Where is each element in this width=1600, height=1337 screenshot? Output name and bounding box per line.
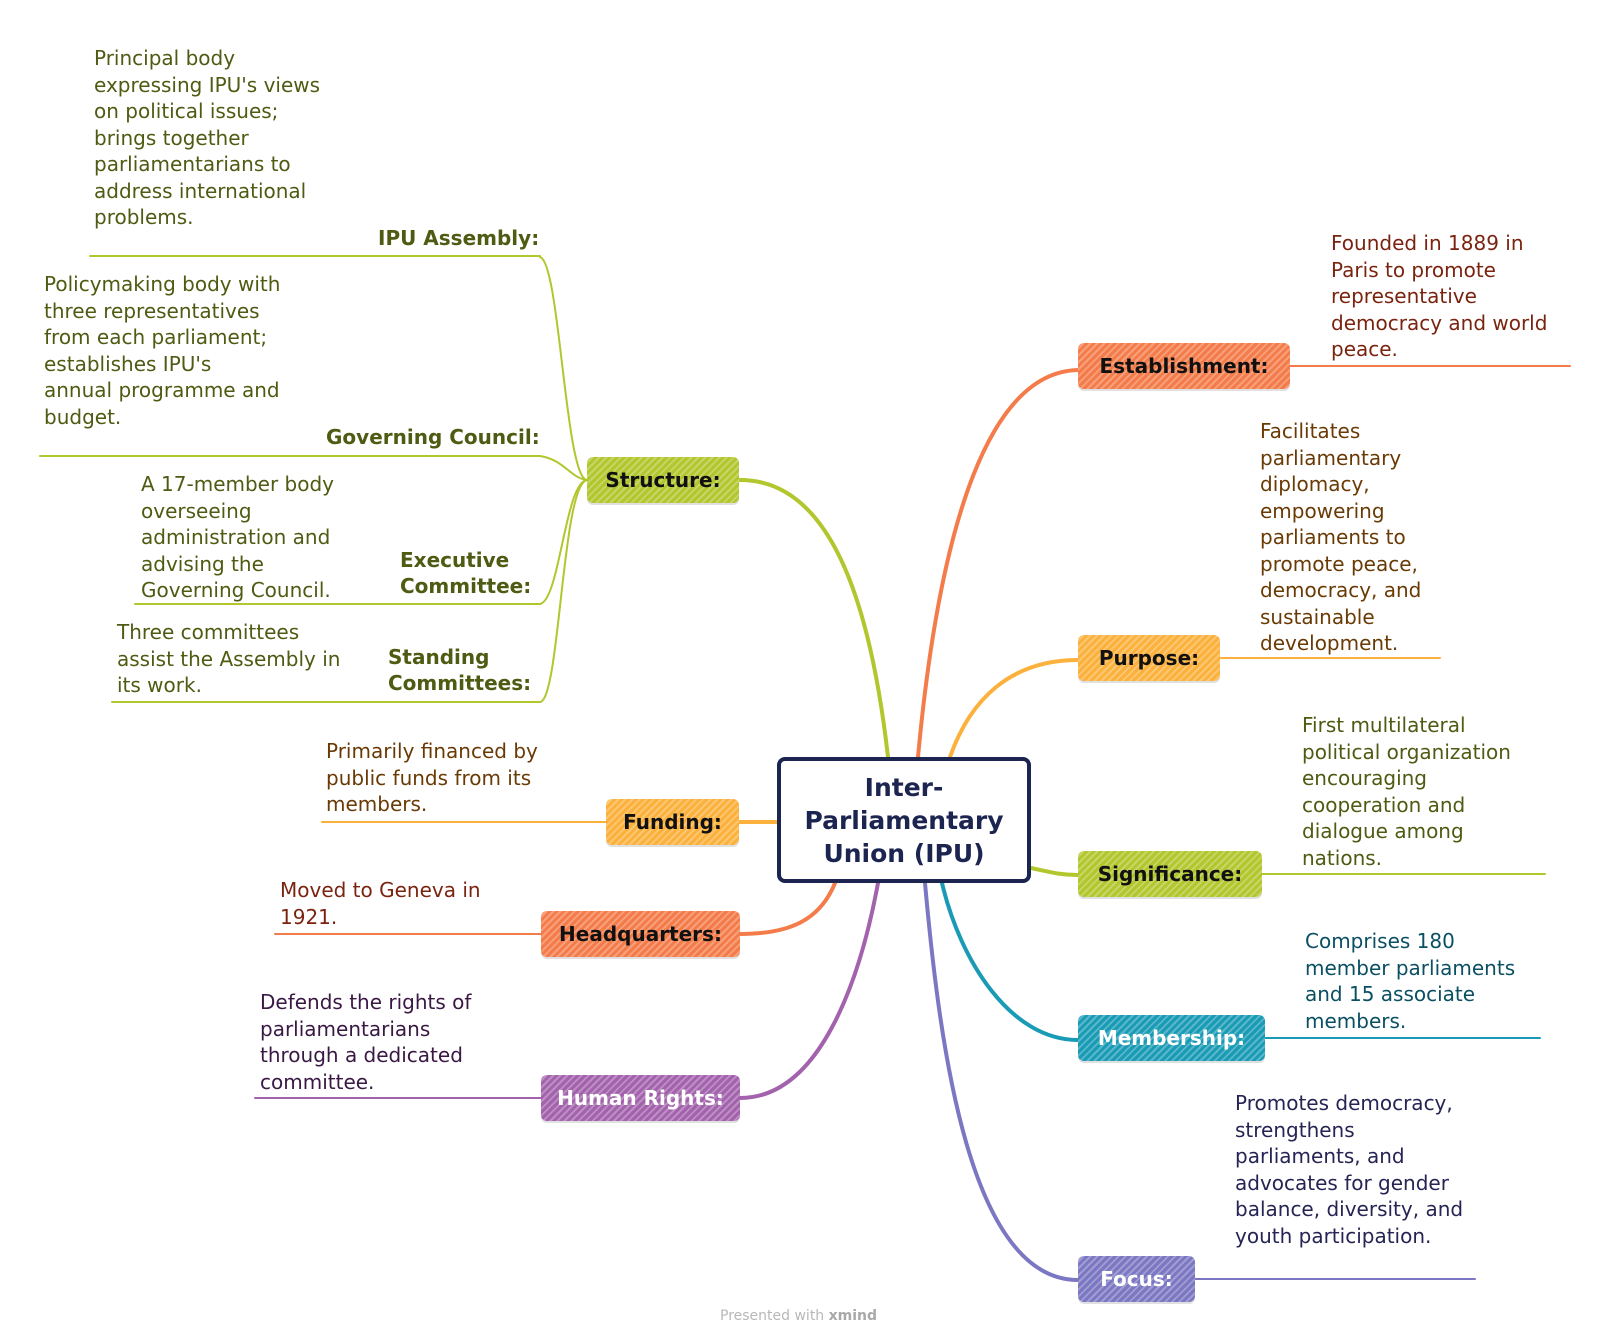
subtopic-standing-committees[interactable]: Standing Committees:	[388, 645, 532, 695]
note-executive-committee: A 17-member body overseeing administrati…	[141, 472, 335, 602]
topic-membership[interactable]: Membership:	[1078, 1015, 1265, 1061]
topic-establishment[interactable]: Establishment:	[1078, 343, 1290, 389]
topic-membership-label: Membership:	[1097, 1026, 1246, 1050]
topic-structure[interactable]: Structure:	[587, 457, 739, 503]
subtopic-governing-council[interactable]: Governing Council:	[326, 425, 540, 449]
topic-significance-label: Significance:	[1097, 862, 1243, 886]
topic-headquarters[interactable]: Headquarters:	[541, 911, 740, 957]
topic-establishment-label: Establishment:	[1099, 354, 1269, 378]
topic-headquarters-label: Headquarters:	[559, 922, 722, 946]
note-governing-council: Policymaking body with three representat…	[44, 272, 281, 429]
topic-human-rights-label: Human Rights:	[557, 1086, 724, 1110]
note-headquarters: Moved to Geneva in 1921.	[280, 878, 481, 929]
note-human-rights: Defends the rights of parliamentarians t…	[260, 990, 472, 1094]
topic-human-rights[interactable]: Human Rights:	[541, 1075, 740, 1121]
topic-purpose-label: Purpose:	[1098, 646, 1200, 670]
subtopic-ipu-assembly[interactable]: IPU Assembly:	[378, 226, 540, 250]
note-purpose: Facilitates parliamentary diplomacy, emp…	[1260, 419, 1422, 655]
note-focus: Promotes democracy, strengthens parliame…	[1235, 1091, 1464, 1248]
note-ipu-assembly: Principal body expressing IPU's views on…	[94, 46, 321, 229]
topic-funding-label: Funding:	[623, 810, 722, 834]
note-establishment: Founded in 1889 in Paris to promote repr…	[1331, 231, 1548, 361]
subtopic-executive-committee[interactable]: Executive Committee:	[400, 548, 532, 598]
central-topic-label: Inter-Parliamentary Union (IPU)	[804, 772, 1004, 868]
note-funding: Primarily financed by public funds from …	[326, 739, 538, 816]
topic-funding[interactable]: Funding:	[606, 799, 739, 845]
footer-brand: xmind	[828, 1308, 878, 1324]
footer-watermark: Presented with xmind	[720, 1308, 877, 1324]
note-membership: Comprises 180 member parliaments and 15 …	[1305, 929, 1516, 1033]
topic-purpose[interactable]: Purpose:	[1078, 635, 1220, 681]
topic-structure-label: Structure:	[605, 468, 721, 492]
central-topic[interactable]: Inter-Parliamentary Union (IPU)	[777, 757, 1031, 883]
note-standing-committees: Three committees assist the Assembly in …	[117, 620, 341, 697]
footer-prefix: Presented with	[720, 1308, 825, 1324]
note-significance: First multilateral political organizatio…	[1302, 713, 1511, 870]
topic-significance[interactable]: Significance:	[1078, 851, 1262, 897]
topic-focus-label: Focus:	[1100, 1267, 1173, 1291]
topic-focus[interactable]: Focus:	[1078, 1256, 1195, 1302]
